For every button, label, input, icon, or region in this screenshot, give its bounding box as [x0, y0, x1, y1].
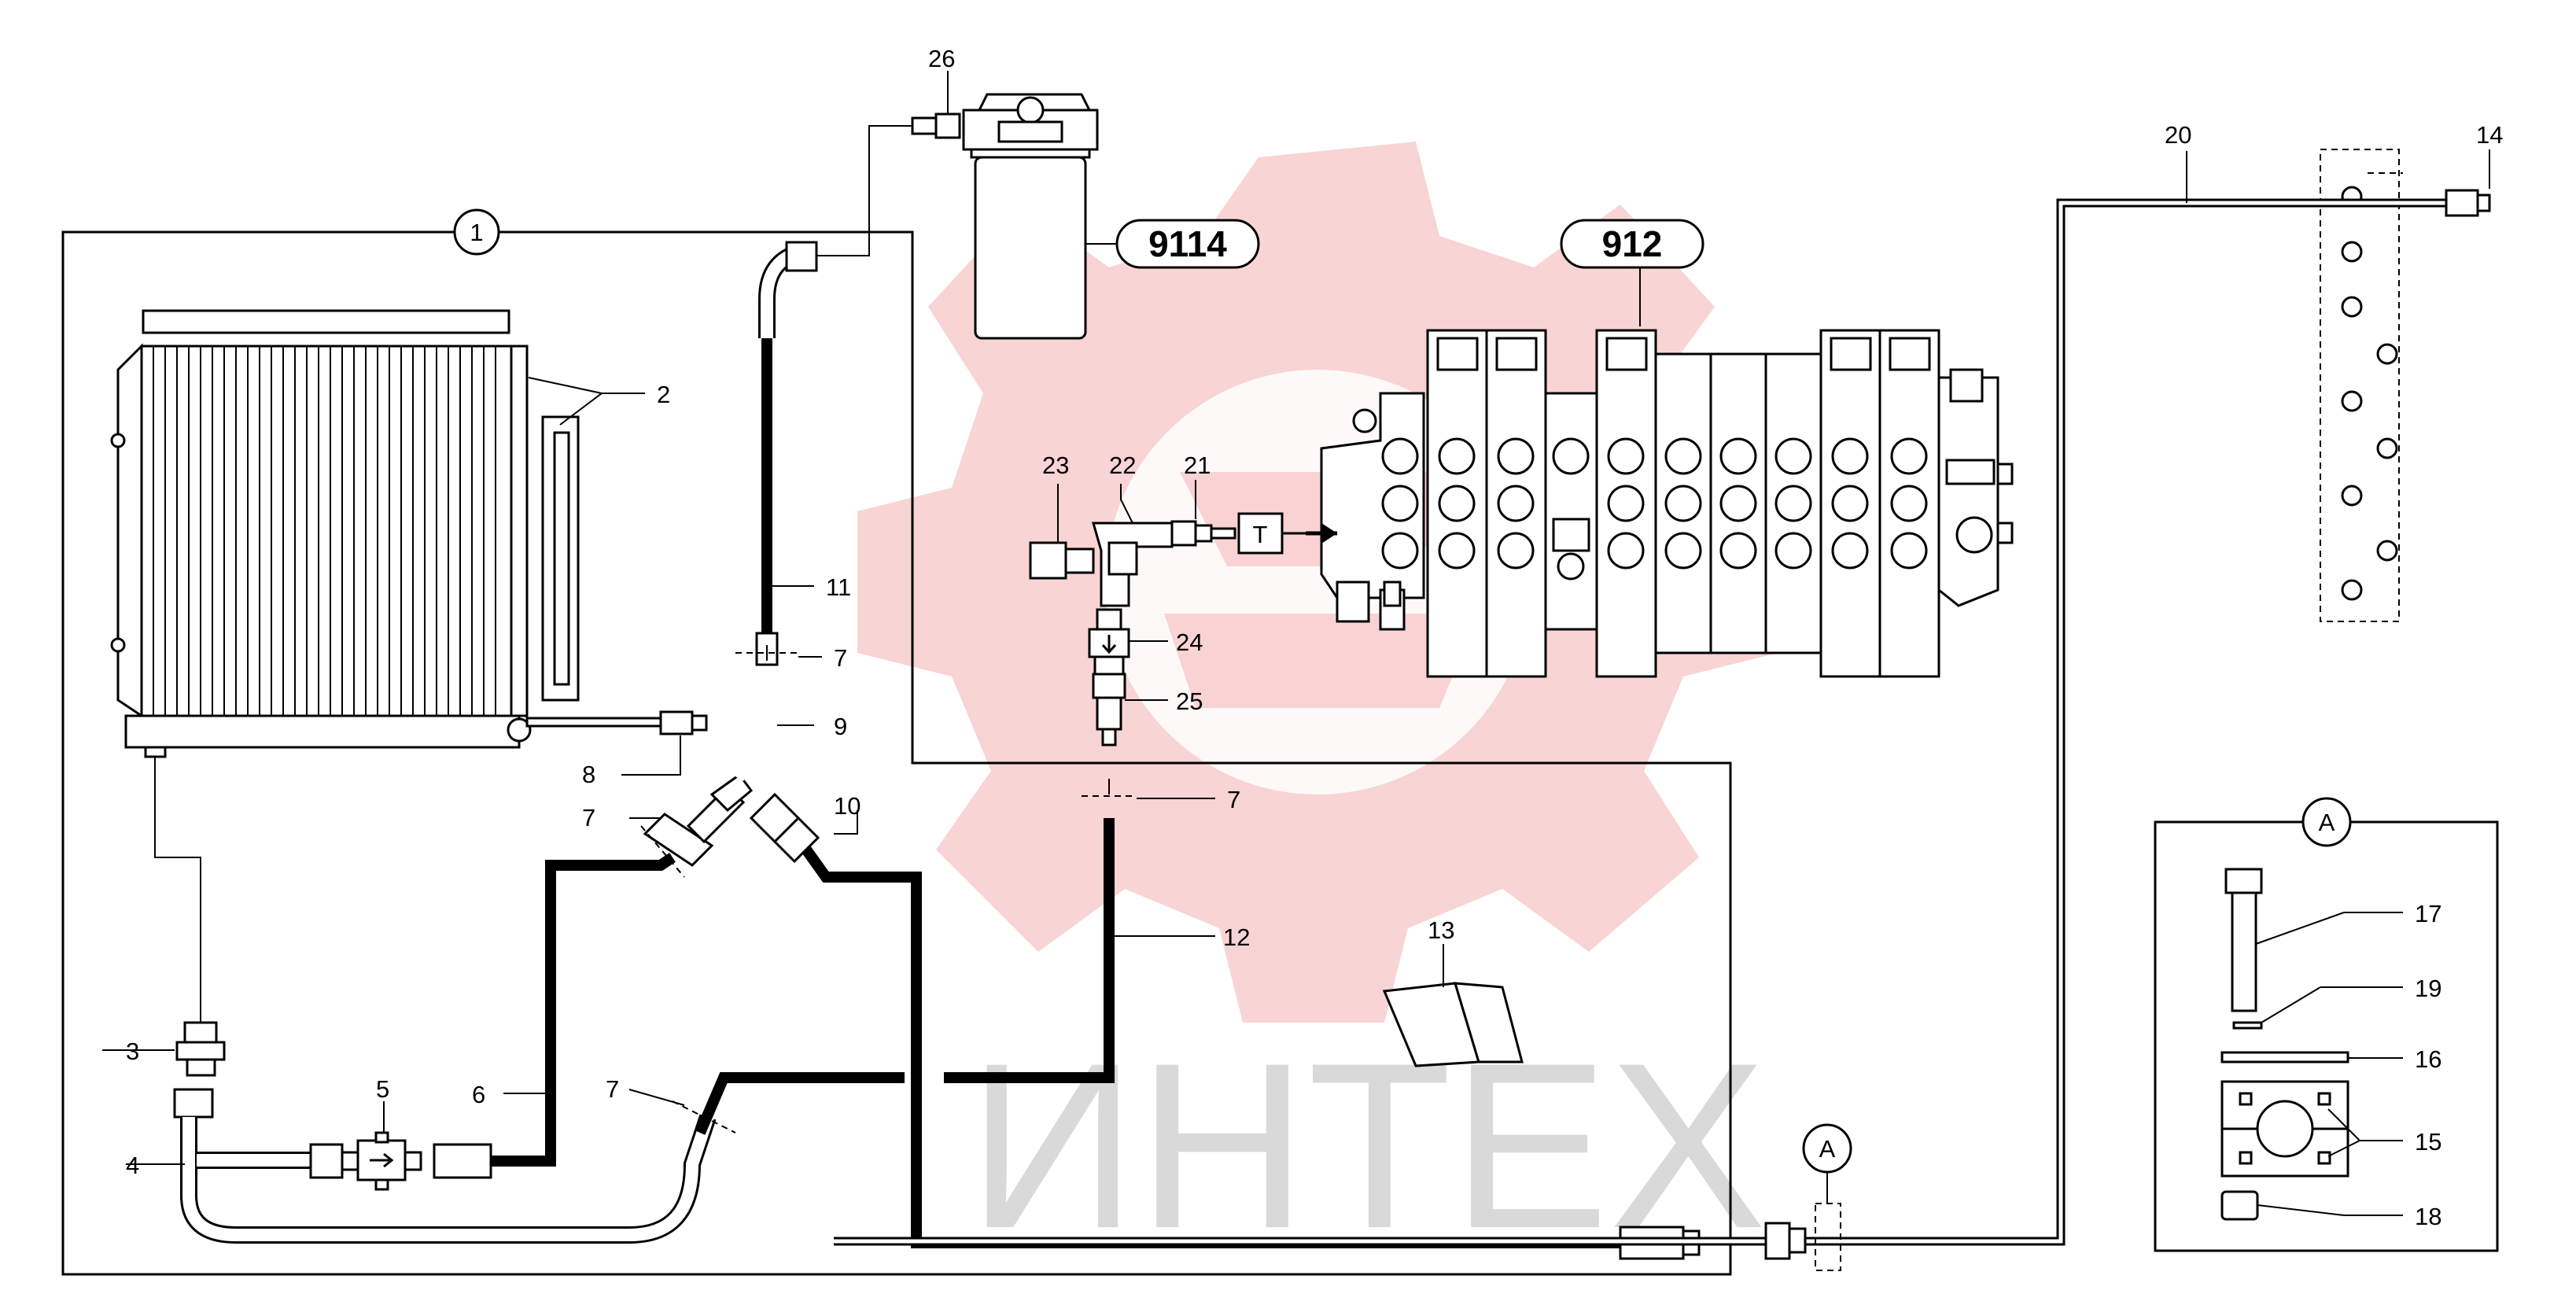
- tee-connector: [643, 772, 754, 867]
- callout-13: 13: [1428, 916, 1454, 944]
- mounting-rail: [2320, 149, 2403, 622]
- operator-manual-13: [1382, 982, 1524, 1067]
- callout-8: 8: [582, 761, 595, 788]
- fitting-4-nut: [173, 1088, 214, 1119]
- clamp-halves-15: [2220, 1080, 2349, 1178]
- hose-6-fitting: [433, 1143, 492, 1179]
- svg-text:912: 912: [1602, 223, 1663, 264]
- detail-a-title-marker: A: [2301, 797, 2352, 847]
- washer-19: [2232, 1021, 2263, 1030]
- group-frame: [61, 230, 1732, 1276]
- port-t: T: [1237, 512, 1284, 555]
- nut-18: [2220, 1190, 2259, 1221]
- plate-16: [2220, 1051, 2349, 1063]
- svg-text:A: A: [2319, 809, 2335, 836]
- filter-inlet-26: [911, 112, 961, 139]
- callout-26: 26: [928, 45, 955, 72]
- fitting-25: [1092, 673, 1126, 746]
- svg-text:A: A: [1819, 1135, 1836, 1163]
- badge-912: 912: [1560, 219, 1704, 269]
- check-valve-24: [1088, 608, 1130, 676]
- callout-25: 25: [1176, 687, 1203, 715]
- callout-22: 22: [1109, 452, 1136, 479]
- svg-text:T: T: [1253, 521, 1268, 548]
- fitting-21: [1170, 520, 1236, 547]
- callout-14: 14: [2476, 121, 2503, 149]
- callout-10: 10: [834, 792, 861, 820]
- callout-4: 4: [126, 1152, 139, 1179]
- callout-23: 23: [1042, 452, 1069, 479]
- detail-a-frame: [2154, 820, 2499, 1252]
- tee-22: [1092, 522, 1174, 607]
- callout-9: 9: [834, 713, 847, 740]
- callout-16: 16: [2415, 1045, 2441, 1073]
- plug-23: [1029, 541, 1095, 580]
- group-marker: 1: [453, 208, 500, 256]
- bolt-17: [2224, 868, 2263, 1012]
- badge-9114: 9114: [1115, 219, 1260, 269]
- callout-3: 3: [126, 1038, 139, 1065]
- fitting-14: [2445, 189, 2491, 217]
- callout-17: 17: [2415, 900, 2441, 927]
- callout-11: 11: [826, 573, 851, 601]
- check-valve-5: [309, 1131, 422, 1191]
- fitting-3: [175, 1021, 226, 1077]
- callout-6: 6: [472, 1081, 485, 1108]
- callout-7b: 7: [582, 804, 595, 831]
- svg-text:9114: 9114: [1148, 223, 1227, 264]
- callout-19: 19: [2415, 975, 2441, 1002]
- oil-cooler: [110, 309, 580, 758]
- detail-marker-a: A: [1802, 1123, 1852, 1174]
- callout-18: 18: [2415, 1203, 2441, 1230]
- callout-21: 21: [1184, 452, 1211, 479]
- callout-15: 15: [2415, 1128, 2441, 1156]
- callout-2: 2: [657, 381, 670, 408]
- hose-10-fitting: [749, 792, 820, 864]
- callout-20: 20: [2165, 121, 2191, 149]
- callout-7d: 7: [1227, 786, 1240, 813]
- control-valve-block: [1320, 329, 2014, 678]
- callout-7c: 7: [606, 1075, 619, 1103]
- clamp-7-upper: [735, 645, 798, 661]
- svg-text:1: 1: [470, 219, 483, 246]
- callout-7a: 7: [834, 644, 847, 672]
- callout-5: 5: [376, 1075, 389, 1103]
- callout-12: 12: [1223, 923, 1250, 951]
- callout-24: 24: [1176, 629, 1203, 656]
- return-filter: [962, 93, 1099, 340]
- line-20-start-fitting: [1764, 1203, 1841, 1271]
- fitting-8: [525, 710, 708, 735]
